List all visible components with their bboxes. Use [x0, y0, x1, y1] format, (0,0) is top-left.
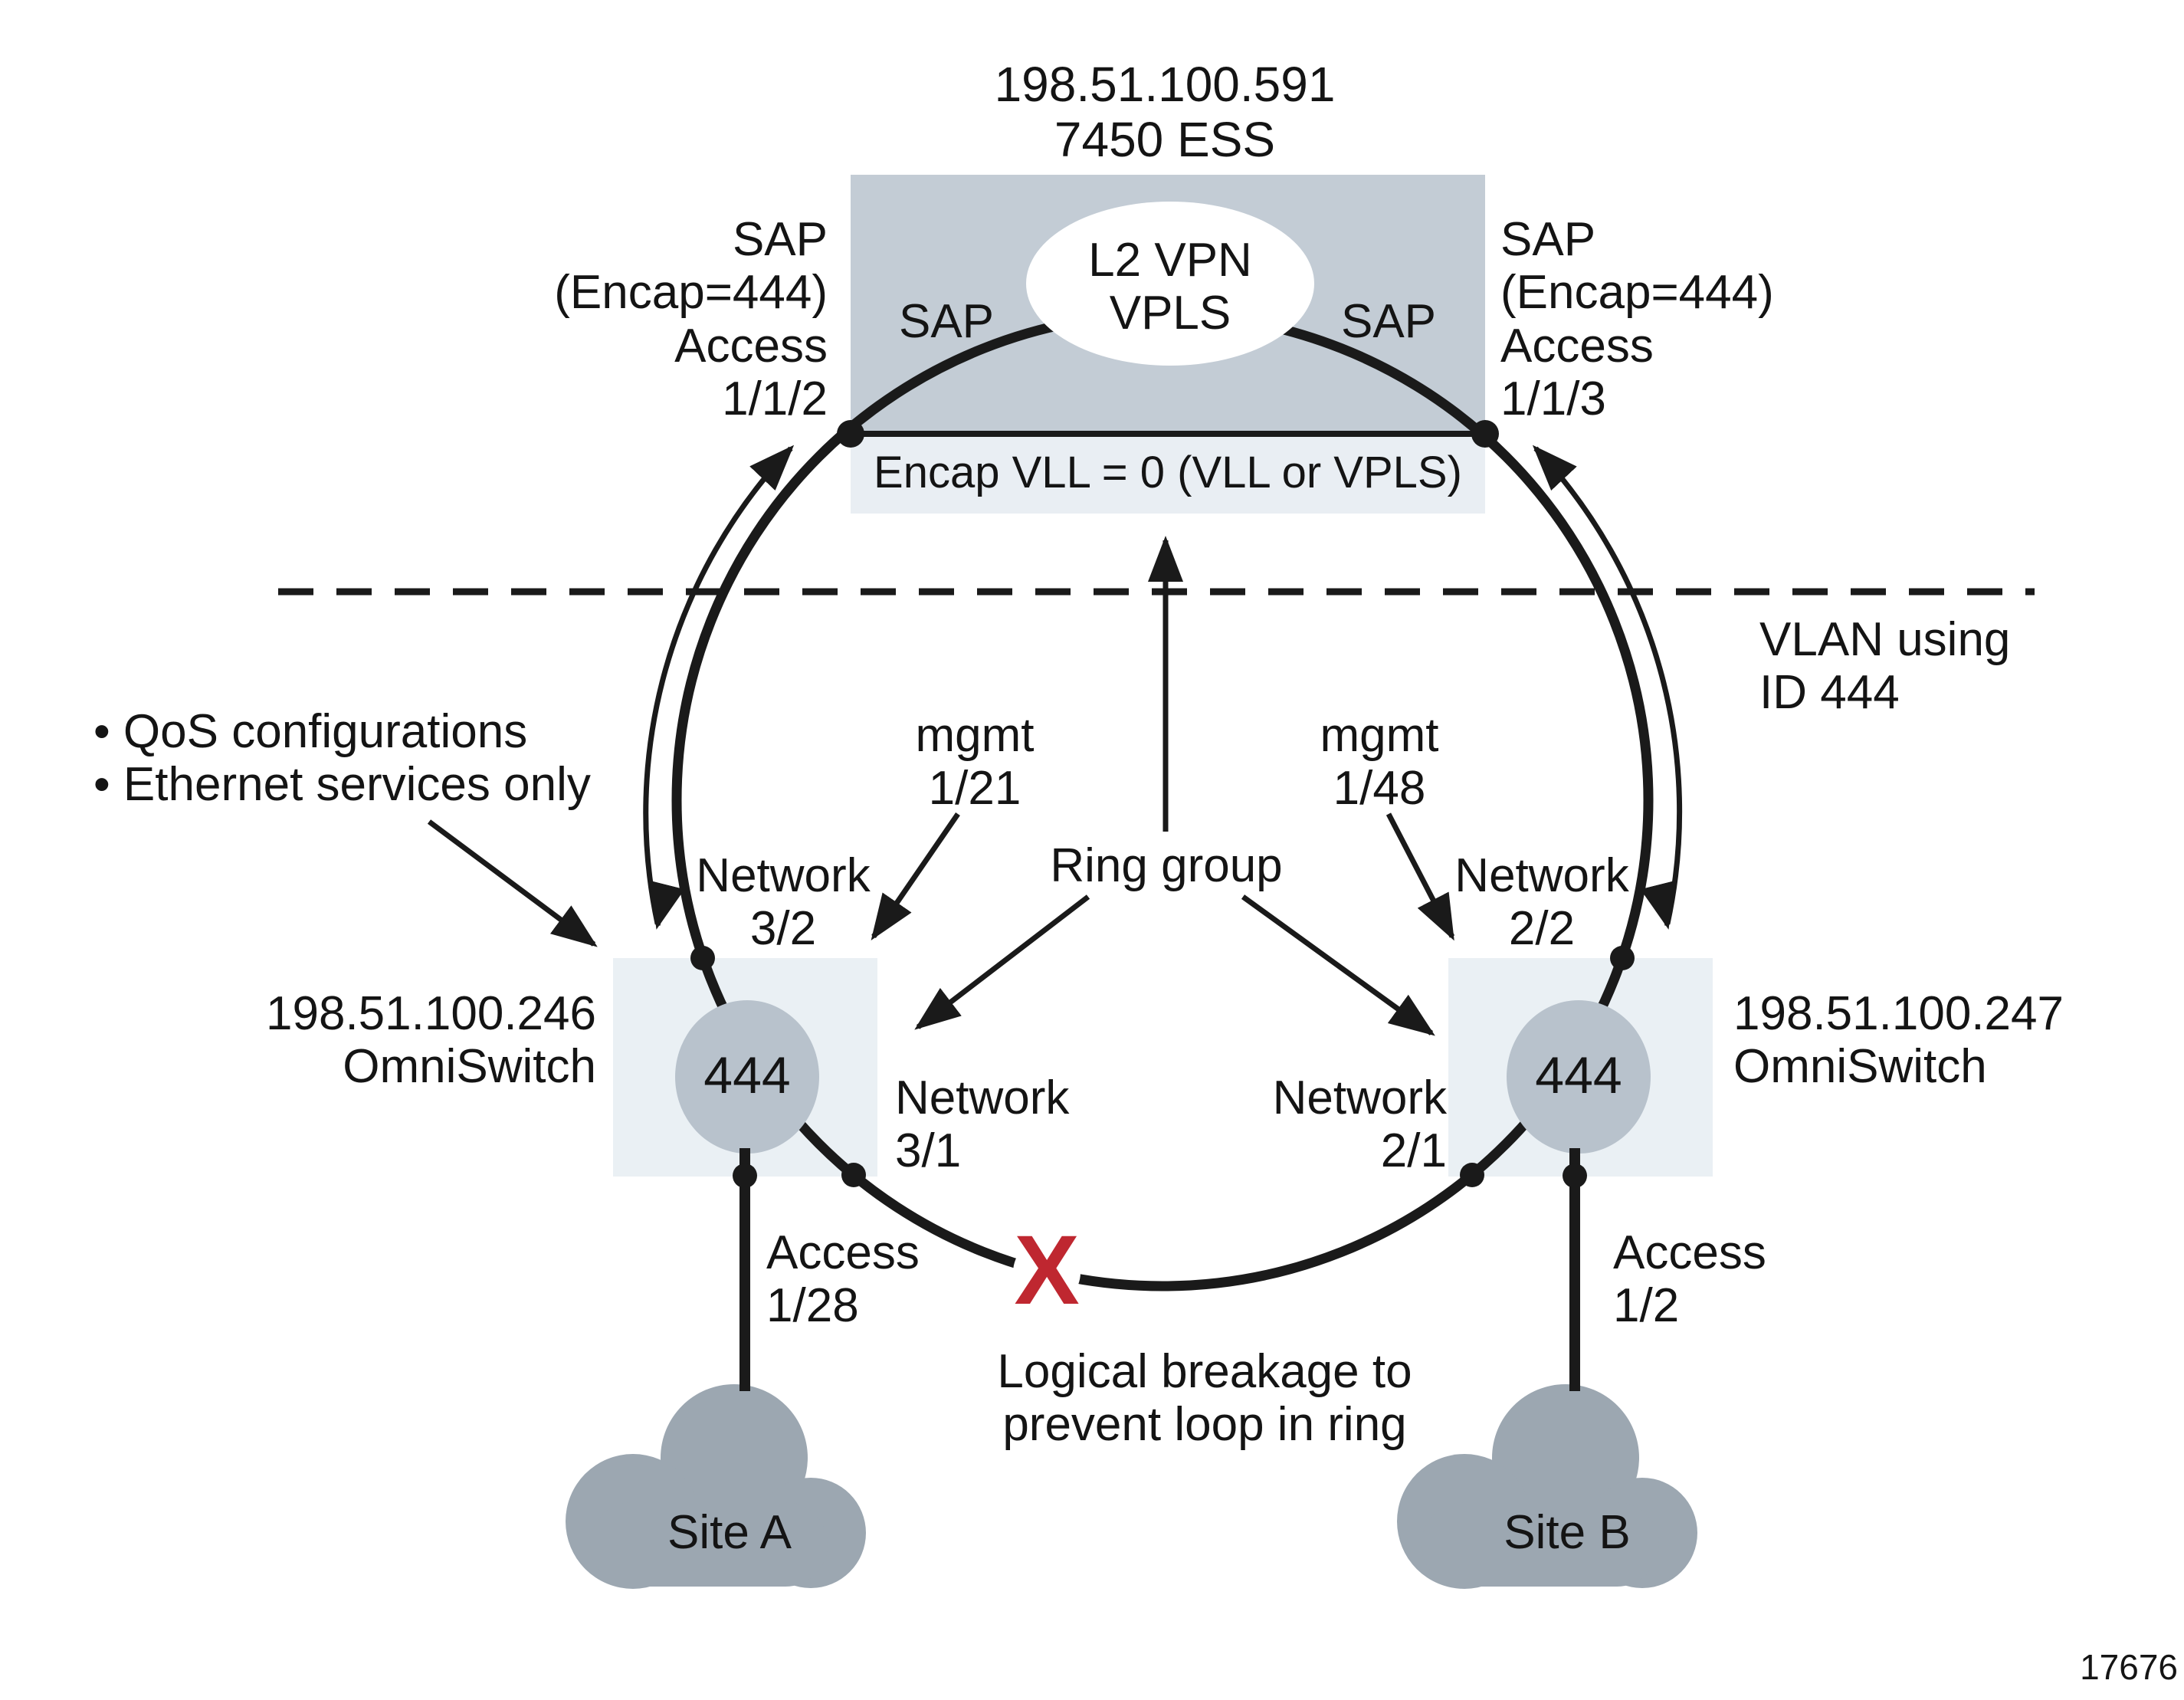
flow-arrow-left — [643, 445, 795, 924]
sap-dot-left — [837, 420, 864, 448]
network-31-label: Network 3/1 — [895, 1072, 1070, 1178]
vpn-cloud-label: L2 VPN VPLS — [1088, 234, 1252, 340]
ring-group-right-arrow — [1241, 894, 1435, 1036]
sap-label-right-inner: SAP — [1340, 295, 1437, 348]
port-dot-net21 — [1460, 1163, 1484, 1187]
flow-arrow-right-downhead — [1640, 881, 1675, 930]
ring-gap-mask — [1013, 1239, 1081, 1306]
breakage-x-icon: X — [1014, 1216, 1080, 1325]
access-right-label: Access 1/2 — [1613, 1226, 1766, 1333]
cloud-site-a — [566, 1384, 866, 1589]
ring-group-label: Ring group — [1050, 839, 1283, 892]
site-a-label: Site A — [667, 1506, 792, 1559]
port-dot-access-left — [733, 1163, 757, 1188]
switch-right-label: 198.51.100.247 OmniSwitch — [1733, 987, 2064, 1094]
cloud-site-b — [1397, 1384, 1697, 1589]
network-32-label: Network 3/2 — [696, 849, 871, 956]
config-notes: • QoS configurations • Ethernet services… — [93, 705, 591, 812]
vlan-note: VLAN using ID 444 — [1759, 613, 2011, 720]
network-21-label: Network 2/1 — [1272, 1072, 1447, 1178]
ring-group-left-arrow — [914, 894, 1090, 1030]
breakage-label: Logical breakage to prevent loop in ring — [997, 1345, 1412, 1452]
mgmt-left-label: mgmt 1/21 — [915, 709, 1035, 816]
mgmt-right-arrow — [1385, 812, 1455, 941]
switch-left-vlan: 444 — [703, 1046, 791, 1104]
encap-vll-label: Encap VLL = 0 (VLL or VPLS) — [874, 448, 1462, 497]
port-dot-access-right — [1563, 1163, 1587, 1188]
port-dot-net32 — [690, 946, 715, 970]
vpn-ellipse — [1026, 202, 1314, 366]
mgmt-right-label: mgmt 1/48 — [1320, 709, 1439, 816]
flow-arrow-left-downhead — [650, 881, 685, 930]
encap-strip — [851, 434, 1485, 514]
annotation-arrows — [427, 536, 1455, 1036]
ess-title: 198.51.100.591 7450 ESS — [994, 57, 1336, 167]
network-22-label: Network 2/2 — [1454, 849, 1629, 956]
connection-dots — [690, 420, 1635, 1188]
flow-arrows — [643, 445, 1683, 930]
access-left-label: Access 1/28 — [766, 1226, 920, 1333]
mgmt-left-arrow — [871, 812, 960, 940]
figure-number: 17676 — [2080, 1647, 2178, 1687]
switch-right-node — [1507, 1000, 1651, 1154]
switch-left-label: 198.51.100.246 OmniSwitch — [266, 987, 596, 1094]
sap-dot-right — [1471, 420, 1499, 448]
sap-access-left-label: SAP (Encap=444) Access 1/1/2 — [554, 213, 828, 426]
port-dot-net31 — [841, 1163, 866, 1187]
sap-label-left-inner: SAP — [898, 295, 995, 348]
port-dot-net22 — [1610, 946, 1635, 970]
notes-arrow — [427, 819, 598, 947]
site-b-label: Site B — [1504, 1506, 1631, 1559]
sap-access-right-label: SAP (Encap=444) Access 1/1/3 — [1500, 213, 1774, 426]
switch-right-vlan: 444 — [1535, 1046, 1622, 1104]
switch-left-node — [675, 1000, 819, 1154]
flow-arrow-right — [1532, 445, 1683, 924]
